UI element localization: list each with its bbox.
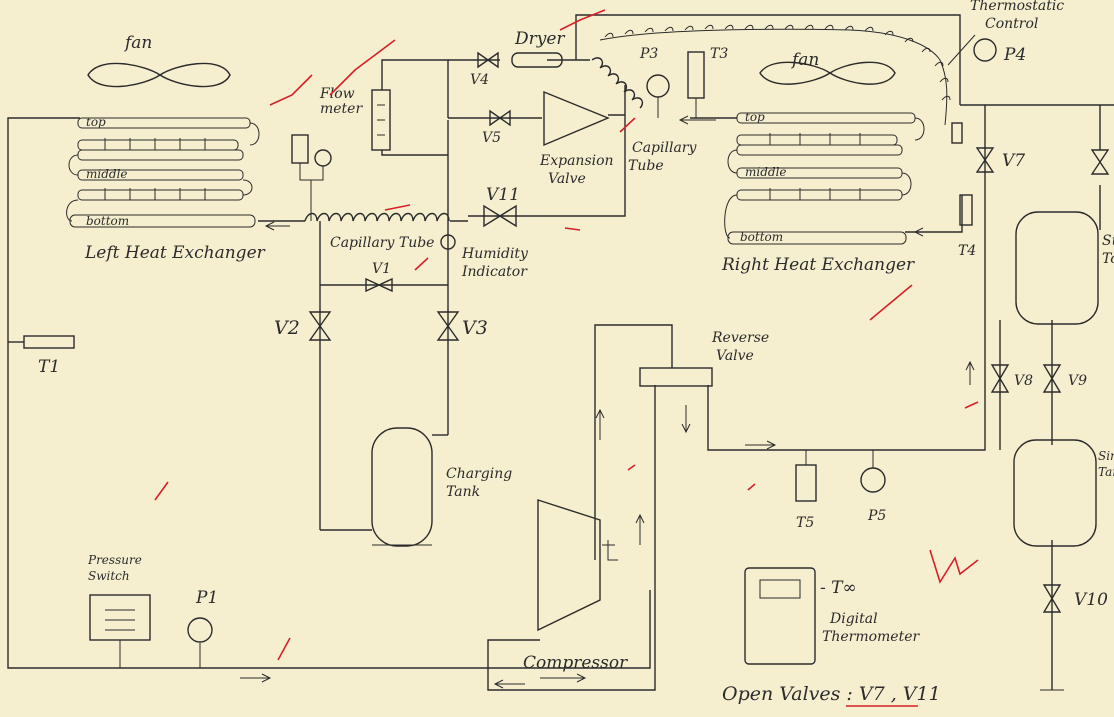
left-hx-gauge [314,149,332,167]
compressor-label: Compressor [523,653,628,673]
pressure-switch-label-2: Switch [88,569,130,583]
left-capillary-label: Capillary Tube [330,235,434,251]
v10-valve-icon [1042,584,1062,613]
left-hx-top-label: top [86,115,106,129]
v1-valve-icon [365,277,393,293]
digital-label-2: Thermometer [822,629,921,645]
left-hx-label: Left Heat Exchanger [84,243,266,263]
humidity-label-1: Humidity [461,246,529,262]
suction-tank [1015,211,1099,325]
compressor [537,499,601,632]
thermostatic-label-2: Control [985,16,1038,32]
right-capillary-coil [591,57,644,109]
flow-arrows [240,115,975,689]
thermostatic-bulb [951,122,963,144]
t3-thermometer [687,51,705,99]
v5-label: V5 [482,130,501,146]
p3-gauge [646,74,670,98]
left-capillary-coil [304,212,450,222]
t1-label: T1 [38,357,60,377]
left-fan-icon [87,62,231,88]
left-hx-bottom-label: bottom [86,214,129,228]
left-hx-thermometer [291,134,309,164]
flow-meter-label-1: Flow [319,86,355,102]
tank-upper-label-1: Su [1102,233,1114,249]
v8-label: V8 [1014,373,1033,389]
expansion-label-2: Valve [548,171,586,187]
v9-label: V9 [1068,373,1087,389]
charging-tank-label-2: Tank [446,484,480,500]
reverse-label-1: Reverse [711,330,769,346]
red-annotations [154,9,979,661]
right-fan-icon [759,61,896,85]
right-hx-bottom-label: bottom [740,230,783,244]
p4-label: P4 [1003,45,1026,65]
right-hx-middle-label: middle [745,165,787,179]
single-tank [1013,439,1097,547]
right-hx-top-label: top [745,110,765,124]
left-heat-exchanger [66,117,260,228]
v8-valve-icon [990,364,1010,393]
piping [7,14,1114,691]
v4-valve-icon [477,51,499,69]
right-heat-exchanger [724,112,925,245]
p4-gauge [973,38,997,62]
reverse-label-2: Valve [716,348,754,364]
v9-valve-icon [1042,364,1062,393]
p1-gauge [187,617,213,643]
capillary-right-label-2: Tube [628,158,664,174]
tinf-label: - T∞ [820,578,857,598]
t1-thermometer [23,335,75,349]
pressure-switch [89,594,151,641]
p5-gauge [860,467,886,493]
pressure-switch-label-1: Pressure [87,553,142,567]
v7-label: V7 [1002,151,1025,171]
tank-lower-label-2: Tank [1098,465,1114,479]
v3-label: V3 [462,317,488,339]
reverse-valve [639,367,713,387]
right-fan-label: fan [790,50,819,70]
flow-meter-label-2: meter [320,101,363,117]
v2-label: V2 [274,317,300,339]
tank-lower-label-1: Sing [1098,449,1114,463]
tank-upper-label-2: To [1102,251,1114,267]
t5-label: T5 [796,515,814,531]
left-hx-middle-label: middle [86,167,128,181]
dryer [511,52,563,68]
expansion-label-1: Expansion [539,153,614,169]
v10-label: V10 [1074,590,1108,610]
dryer-label: Dryer [514,29,565,49]
humidity-indicator [440,234,456,250]
v11-label: V11 [486,185,520,205]
t5-thermometer [795,464,817,502]
v2-valve-icon [308,311,332,341]
expansion-valve [543,90,610,147]
t4-thermometer [959,194,973,226]
p1-label: P1 [195,588,218,608]
t4-label: T4 [958,243,976,259]
open-valves-note: Open Valves : V7 , V11 [722,683,941,705]
thermostatic-label-1: Thermostatic [970,0,1064,14]
v1-label: V1 [372,261,391,277]
capillary-right-label-1: Capillary [632,140,697,156]
v4-label: V4 [470,72,489,88]
flow-meter [371,89,391,151]
v11-valve-icon [483,204,517,228]
right-hx-label: Right Heat Exchanger [721,255,915,275]
t3-label: T3 [710,46,728,62]
humidity-label-2: Indicator [461,264,528,280]
digital-label-1: Digital [829,611,878,627]
v3-valve-icon [436,311,460,341]
v5-valve-icon [489,109,511,127]
digital-thermometer [744,567,816,665]
left-fan-label: fan [123,33,152,53]
p5-label: P5 [867,508,886,524]
charging-tank [371,427,433,547]
p3-label: P3 [639,46,658,62]
v6-valve-icon [1090,149,1110,175]
charging-tank-label-1: Charging [446,466,512,482]
v7-valve-icon [975,147,995,173]
